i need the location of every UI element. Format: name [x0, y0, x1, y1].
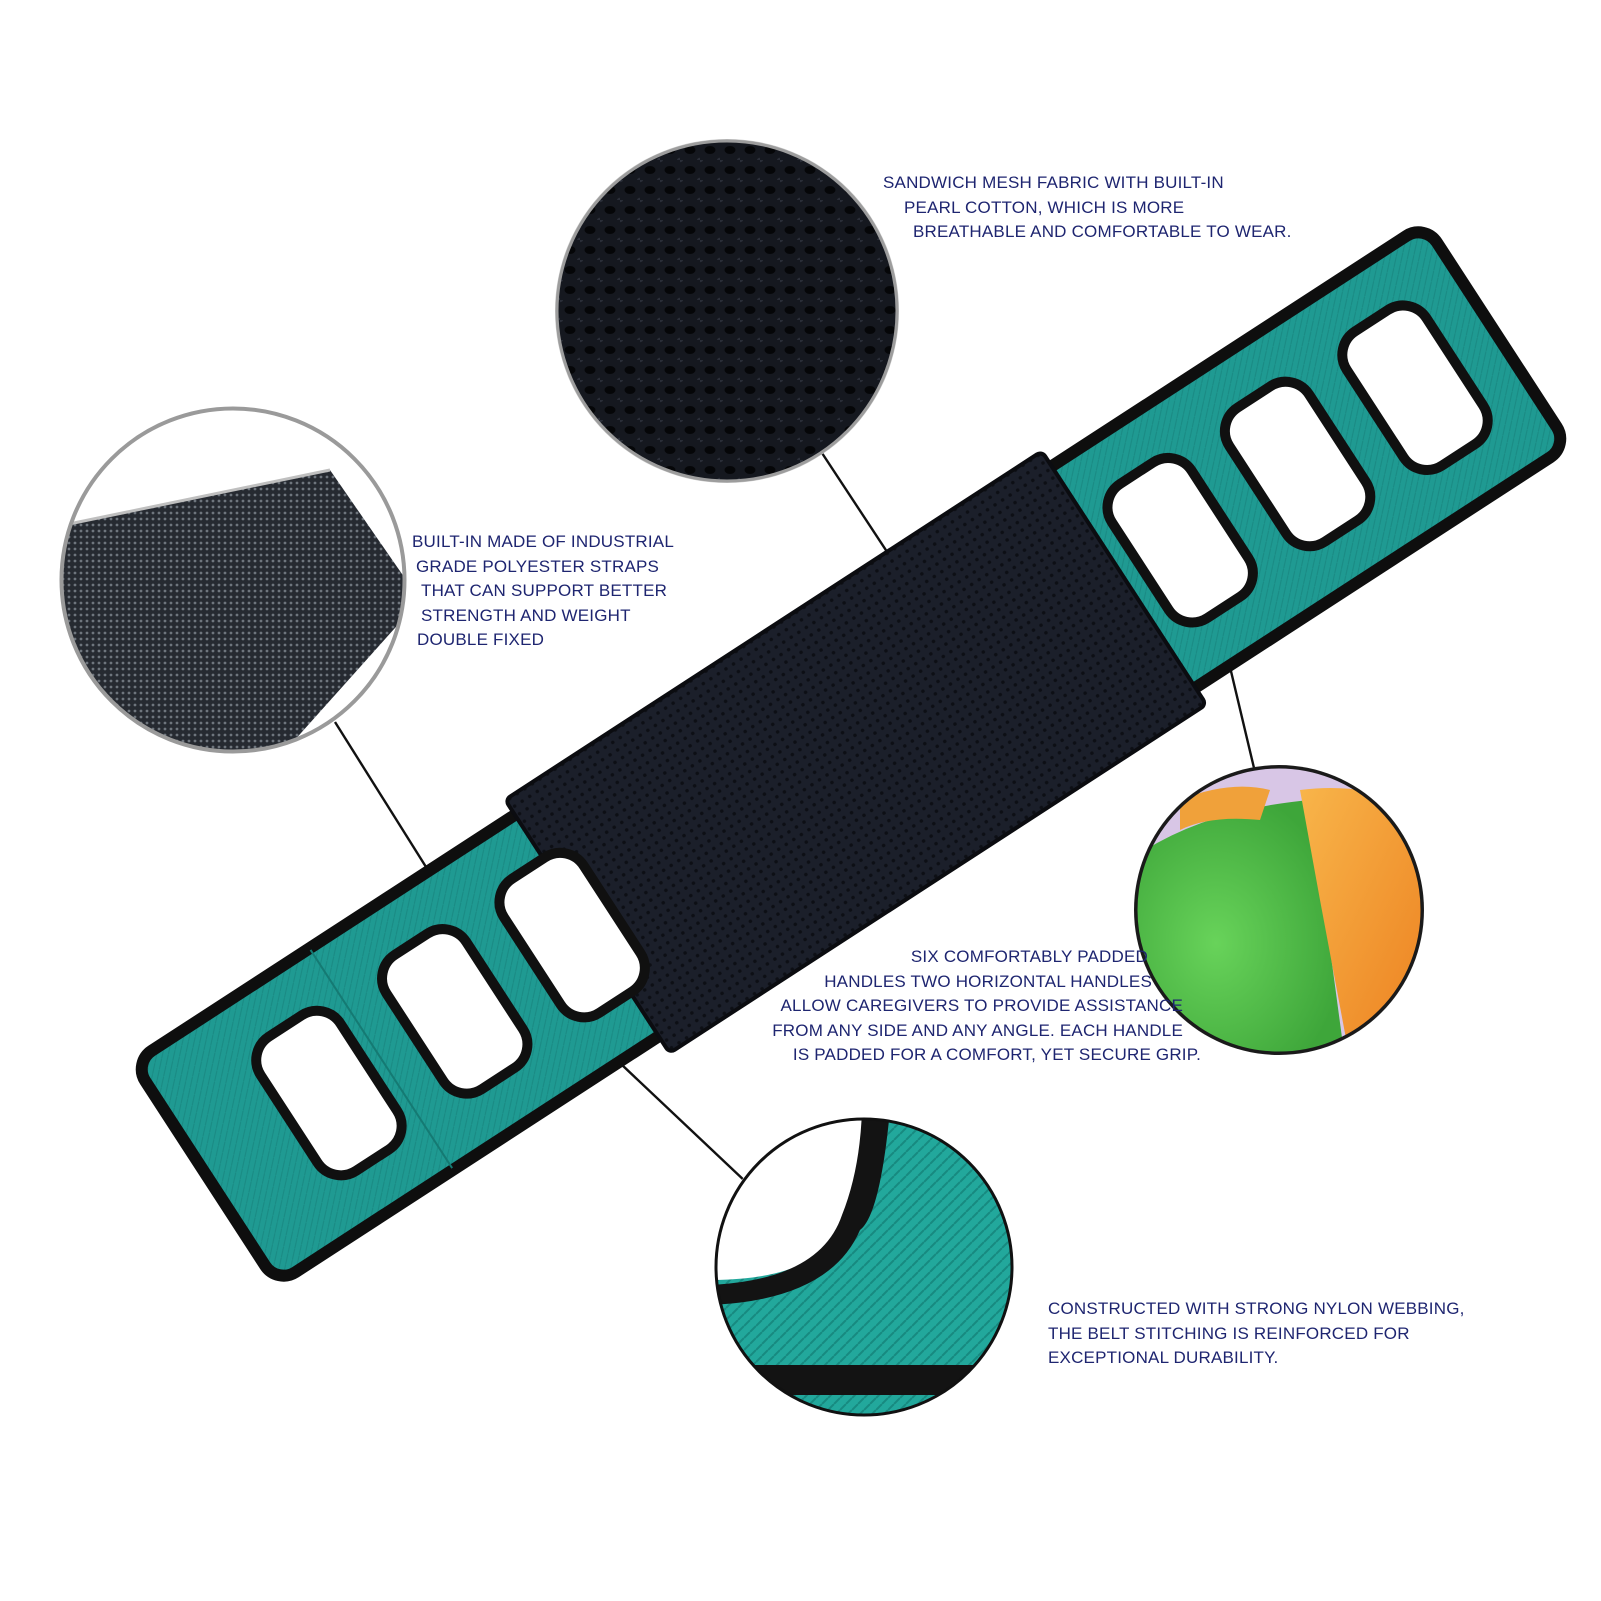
handle-right-3 [1337, 300, 1493, 475]
callout-line: FROM ANY SIDE AND ANY ANGLE. EACH HANDLE [772, 1020, 1183, 1040]
callout-line: EXCEPTIONAL DURABILITY. [1048, 1348, 1279, 1367]
zoom-circle-foam [1134, 765, 1424, 1055]
callout-line: GRADE POLYESTER STRAPS [416, 556, 660, 576]
callout-line: ALLOW CAREGIVERS TO PROVIDE ASSISTANCE [780, 996, 1183, 1015]
zoom-circle-webbing [714, 1117, 1014, 1417]
handle-right-2 [1219, 376, 1376, 552]
stitch-line [309, 949, 453, 1169]
callout-line: DOUBLE FIXED [417, 630, 545, 649]
callout-line: STRENGTH AND WEIGHT [421, 605, 631, 625]
zoom-circle-mesh [555, 139, 899, 483]
callout-line: SANDWICH MESH FABRIC WITH BUILT-IN [883, 173, 1224, 192]
callout-line: PEARL COTTON, WHICH IS MORE [904, 197, 1185, 217]
callout-line: BUILT-IN MADE OF INDUSTRIAL [412, 532, 675, 551]
handle-left-3 [494, 847, 650, 1023]
callout-line: THE BELT STITCHING IS REINFORCED FOR [1048, 1323, 1410, 1343]
handle-left-2 [377, 924, 533, 1099]
callout-line: BREATHABLE AND COMFORTABLE TO WEAR. [913, 222, 1292, 241]
callout-line: CONSTRUCTED WITH STRONG NYLON WEBBING, [1048, 1299, 1465, 1318]
callout-line: HANDLES TWO HORIZONTAL HANDLES [824, 971, 1152, 991]
handle-left-1 [251, 1005, 407, 1181]
callout-line: SIX COMFORTABLY PADDED [910, 947, 1148, 966]
callout-mesh-fabric: SANDWICH MESH FABRIC WITH BUILT-IN PEARL… [883, 171, 1292, 245]
callout-nylon-webbing: CONSTRUCTED WITH STRONG NYLON WEBBING, T… [1048, 1297, 1465, 1371]
handle-right-1 [1102, 452, 1258, 628]
callout-polyester-straps: BUILT-IN MADE OF INDUSTRIAL GRADE POLYES… [412, 530, 674, 653]
transfer-belt [135, 226, 1567, 1282]
callout-padded-handles: SIX COMFORTABLY PADDED HANDLES TWO HORIZ… [745, 945, 1201, 1068]
callout-line: THAT CAN SUPPORT BETTER [421, 581, 668, 600]
zoom-circle-strap [59, 406, 407, 754]
callout-line: IS PADDED FOR A COMFORT, YET SECURE GRIP… [792, 1045, 1201, 1064]
